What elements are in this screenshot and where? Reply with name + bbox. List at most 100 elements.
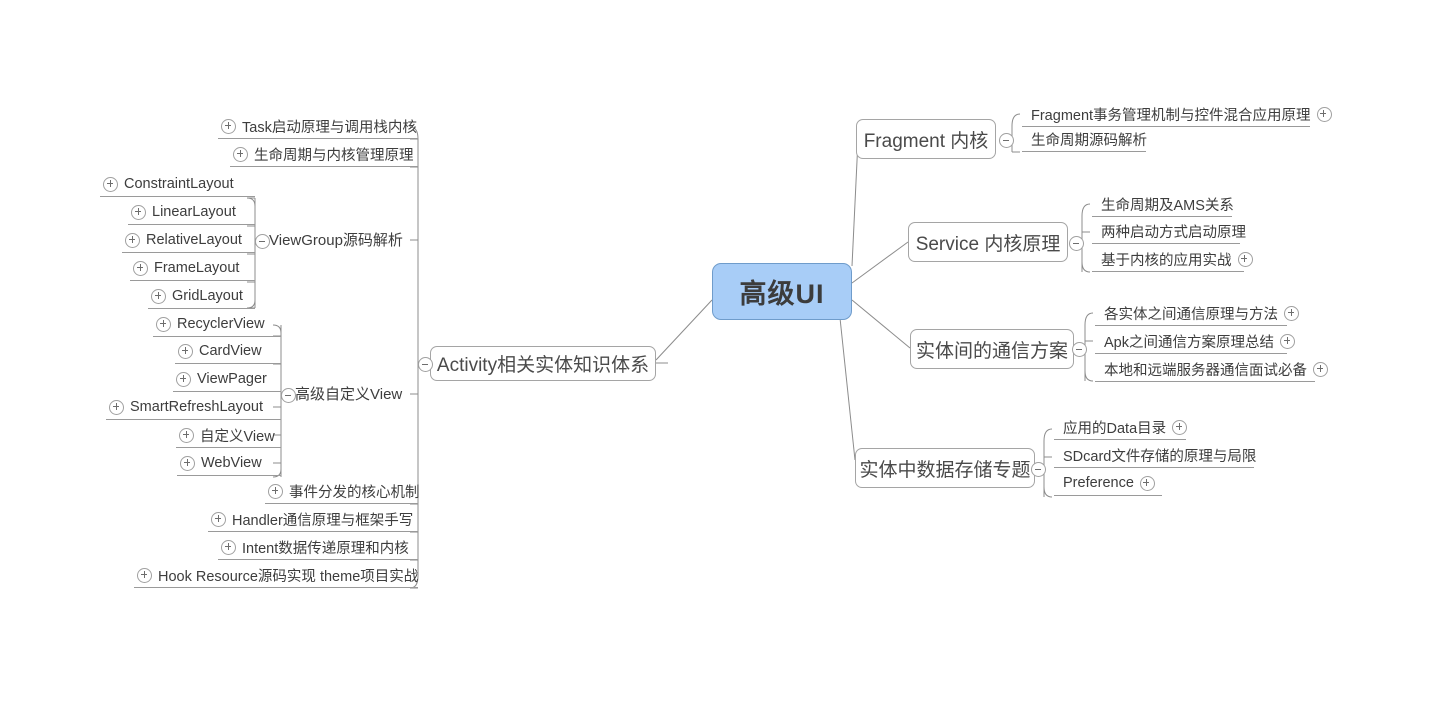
toggle-advanced-customview[interactable] — [281, 388, 296, 403]
leaf-label: Fragment事务管理机制与控件混合应用原理 — [1031, 107, 1311, 124]
node-entity-communication[interactable]: 实体间的通信方案 — [910, 329, 1074, 369]
node-fragment-kernel-label: Fragment 内核 — [863, 130, 989, 152]
leaf-label: Handler通信原理与框架手写 — [232, 512, 414, 529]
leaf-label: WebView — [201, 455, 262, 471]
plus-circle-icon[interactable] — [151, 288, 166, 304]
leaf-label: FrameLayout — [154, 260, 240, 276]
leaf-viewpager[interactable]: ViewPager — [173, 367, 281, 392]
leaf-fragment-lifecycle-source[interactable]: 生命周期源码解析 — [1022, 127, 1147, 152]
plus-circle-icon[interactable] — [268, 483, 283, 499]
plus-circle-icon[interactable] — [131, 204, 146, 220]
node-service-kernel[interactable]: Service 内核原理 — [908, 222, 1068, 262]
leaf-framelayout[interactable]: FrameLayout — [130, 256, 255, 281]
plus-circle-icon[interactable] — [179, 427, 194, 443]
leaf-sdcard-storage[interactable]: SDcard文件存储的原理与局限 — [1054, 443, 1256, 468]
leaf-webview[interactable]: WebView — [177, 451, 281, 476]
plus-circle-icon[interactable] — [221, 118, 236, 134]
leaf-recyclerview[interactable]: RecyclerView — [153, 312, 281, 337]
plus-circle-icon[interactable] — [1313, 361, 1328, 377]
leaf-apk-comm-summary[interactable]: Apk之间通信方案原理总结 — [1095, 329, 1295, 354]
leaf-task-startup[interactable]: Task启动原理与调用栈内核 — [218, 114, 418, 139]
plus-circle-icon[interactable] — [103, 176, 118, 192]
node-activity-knowledge[interactable]: Activity相关实体知识体系 — [430, 346, 656, 381]
leaf-service-lifecycle-ams[interactable]: 生命周期及AMS关系 — [1092, 192, 1234, 217]
leaf-service-kernel-practice[interactable]: 基于内核的应用实战 — [1092, 247, 1253, 272]
leaf-intent[interactable]: Intent数据传递原理和内核 — [218, 535, 418, 560]
leaf-lifecycle-kernel[interactable]: 生命周期与内核管理原理 — [230, 142, 418, 167]
node-data-storage-label: 实体中数据存储专题 — [859, 459, 1031, 481]
leaf-label: Task启动原理与调用栈内核 — [242, 119, 417, 136]
leaf-label: 自定义View — [200, 428, 275, 445]
plus-circle-icon[interactable] — [1139, 475, 1155, 491]
leaf-fragment-transaction[interactable]: Fragment事务管理机制与控件混合应用原理 — [1022, 102, 1332, 127]
leaf-cardview[interactable]: CardView — [175, 339, 281, 364]
node-fragment-kernel[interactable]: Fragment 内核 — [856, 119, 996, 159]
leaf-label: Hook Resource源码实现 theme项目实战 — [158, 568, 419, 585]
node-service-kernel-label: Service 内核原理 — [915, 233, 1061, 255]
leaf-label: ViewPager — [197, 371, 267, 387]
node-advanced-customview[interactable]: 高级自定义View — [287, 381, 402, 406]
leaf-label: 应用的Data目录 — [1063, 420, 1167, 437]
plus-circle-icon[interactable] — [1280, 333, 1295, 349]
plus-circle-icon[interactable] — [176, 371, 191, 387]
node-data-storage[interactable]: 实体中数据存储专题 — [855, 448, 1035, 488]
node-viewgroup-source[interactable]: ViewGroup源码解析 — [261, 227, 403, 252]
plus-circle-icon[interactable] — [211, 511, 226, 527]
plus-circle-icon[interactable] — [109, 399, 124, 415]
plus-circle-icon[interactable] — [133, 260, 148, 276]
leaf-label: SDcard文件存储的原理与局限 — [1063, 448, 1257, 465]
leaf-handler[interactable]: Handler通信原理与框架手写 — [208, 507, 418, 532]
leaf-event-dispatch[interactable]: 事件分发的核心机制 — [265, 479, 420, 504]
leaf-gridlayout[interactable]: GridLayout — [148, 284, 255, 309]
root-label: 高级UI — [739, 279, 825, 309]
leaf-smartrefreshlayout[interactable]: SmartRefreshLayout — [106, 395, 281, 420]
leaf-label: Apk之间通信方案原理总结 — [1104, 334, 1274, 351]
plus-circle-icon[interactable] — [221, 539, 236, 555]
leaf-label: LinearLayout — [152, 204, 236, 220]
leaf-label: 两种启动方式启动原理 — [1101, 224, 1246, 241]
leaf-label: SmartRefreshLayout — [130, 399, 263, 415]
toggle-service-kernel[interactable] — [1069, 236, 1084, 251]
leaf-linearlayout[interactable]: LinearLayout — [128, 200, 255, 225]
leaf-local-remote-comm[interactable]: 本地和远端服务器通信面试必备 — [1095, 357, 1328, 382]
leaf-service-two-start-modes[interactable]: 两种启动方式启动原理 — [1092, 219, 1246, 244]
leaf-custom-view[interactable]: 自定义View — [176, 423, 281, 448]
leaf-label: 基于内核的应用实战 — [1101, 252, 1232, 269]
plus-circle-icon[interactable] — [137, 567, 152, 583]
plus-circle-icon[interactable] — [125, 232, 140, 248]
toggle-data-storage[interactable] — [1031, 462, 1046, 477]
leaf-label: 事件分发的核心机制 — [289, 484, 420, 501]
plus-circle-icon[interactable] — [1316, 106, 1332, 122]
plus-circle-icon[interactable] — [233, 146, 248, 162]
leaf-label: 生命周期源码解析 — [1031, 132, 1147, 149]
plus-circle-icon[interactable] — [180, 455, 195, 471]
node-entity-communication-label: 实体间的通信方案 — [916, 340, 1069, 362]
leaf-label: ConstraintLayout — [124, 176, 234, 192]
leaf-app-data-dir[interactable]: 应用的Data目录 — [1054, 415, 1188, 440]
leaf-label: 各实体之间通信原理与方法 — [1104, 306, 1278, 323]
node-advanced-customview-label: 高级自定义View — [295, 386, 403, 403]
toggle-activity-knowledge[interactable] — [418, 357, 433, 372]
leaf-preference[interactable]: Preference — [1054, 471, 1162, 496]
toggle-viewgroup-source[interactable] — [255, 234, 270, 249]
plus-circle-icon[interactable] — [1284, 305, 1299, 321]
toggle-entity-communication[interactable] — [1072, 342, 1087, 357]
leaf-label: RelativeLayout — [146, 232, 242, 248]
leaf-label: CardView — [199, 343, 262, 359]
leaf-constraintlayout[interactable]: ConstraintLayout — [100, 172, 255, 197]
leaf-label: 本地和远端服务器通信面试必备 — [1104, 362, 1307, 379]
leaf-label: RecyclerView — [177, 316, 265, 332]
leaf-label: 生命周期及AMS关系 — [1101, 197, 1234, 214]
leaf-hook-resource[interactable]: Hook Resource源码实现 theme项目实战 — [134, 563, 418, 588]
plus-circle-icon[interactable] — [1237, 251, 1253, 267]
plus-circle-icon[interactable] — [1172, 419, 1188, 435]
leaf-entity-comm-principles[interactable]: 各实体之间通信原理与方法 — [1095, 301, 1299, 326]
plus-circle-icon[interactable] — [156, 316, 171, 332]
leaf-label: GridLayout — [172, 288, 243, 304]
plus-circle-icon[interactable] — [178, 343, 193, 359]
root-node[interactable]: 高级UI — [712, 263, 852, 320]
node-viewgroup-source-label: ViewGroup源码解析 — [269, 232, 403, 249]
toggle-fragment-kernel[interactable] — [999, 133, 1014, 148]
leaf-relativelayout[interactable]: RelativeLayout — [122, 228, 255, 253]
